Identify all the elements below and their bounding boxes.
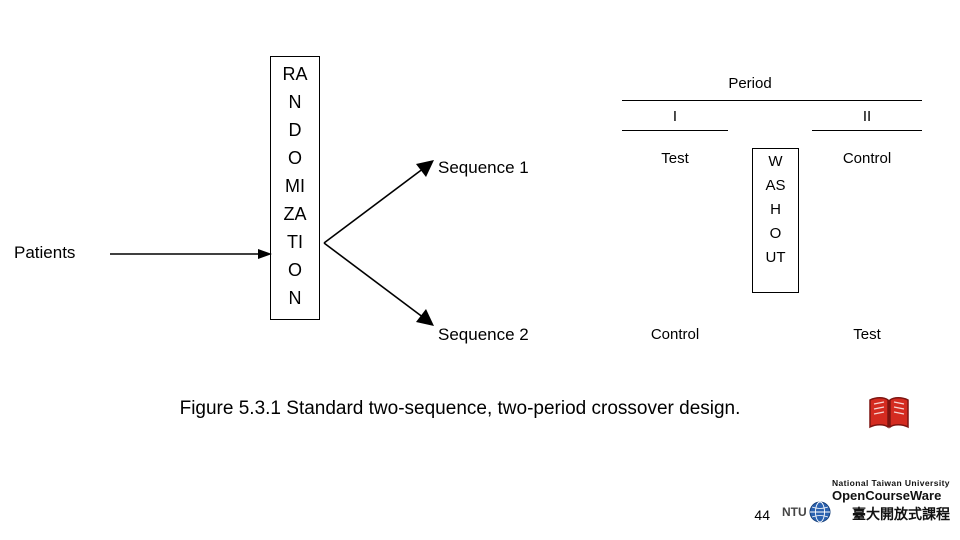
page-number: 44 xyxy=(754,507,770,523)
randomization-label: RA N D O MI ZA TI O N xyxy=(270,60,320,312)
sequence-2-label: Sequence 2 xyxy=(438,325,529,344)
arrow-patients-to-randomization xyxy=(110,249,272,259)
cell-sequence2-period1: Control xyxy=(650,326,700,343)
randomization-letter: O xyxy=(287,260,302,280)
logo-ntu-text: NTU xyxy=(782,505,807,519)
randomization-letter: MI xyxy=(285,176,305,196)
washout-label: W AS H O UT xyxy=(752,150,799,270)
ntu-ocw-logo: NTU National Taiwan University OpenCours… xyxy=(780,478,955,526)
washout-letter: H xyxy=(770,201,781,218)
patients-label: Patients xyxy=(14,243,76,262)
period-2-rule xyxy=(812,130,922,131)
randomization-letter: O xyxy=(287,148,302,168)
washout-letter: W xyxy=(768,153,783,170)
period-1-rule xyxy=(622,130,728,131)
cell-sequence2-period2: Test xyxy=(853,326,881,343)
randomization-letter: D xyxy=(288,120,302,140)
washout-box xyxy=(752,148,799,293)
randomization-letter: ZA xyxy=(283,204,307,224)
logo-ocw-text: OpenCourseWare xyxy=(832,488,942,503)
randomization-letter: N xyxy=(288,288,302,308)
period-header-label: Period xyxy=(728,75,772,92)
period-2-label: II xyxy=(862,108,872,125)
randomization-letter: N xyxy=(288,92,302,112)
washout-letter: UT xyxy=(765,249,786,266)
logo-chinese-text: 臺大開放式課程 xyxy=(852,506,950,522)
sequence-1-label: Sequence 1 xyxy=(438,158,529,177)
randomization-letter: TI xyxy=(287,232,303,252)
figure-caption: Figure 5.3.1 Standard two-sequence, two-… xyxy=(179,398,741,419)
period-1-label: I xyxy=(672,108,678,125)
cell-sequence1-period1: Test xyxy=(661,150,689,167)
branch-arrows xyxy=(323,160,434,326)
period-header-rule xyxy=(622,100,922,101)
cell-sequence1-period2: Control xyxy=(842,150,892,167)
logo-university-text: National Taiwan University xyxy=(832,478,950,488)
washout-letter: AS xyxy=(765,177,786,194)
washout-letter: O xyxy=(769,225,782,242)
globe-icon xyxy=(809,501,831,523)
randomization-box xyxy=(270,56,320,320)
randomization-letter: RA xyxy=(282,64,308,84)
open-book-icon xyxy=(869,397,909,429)
